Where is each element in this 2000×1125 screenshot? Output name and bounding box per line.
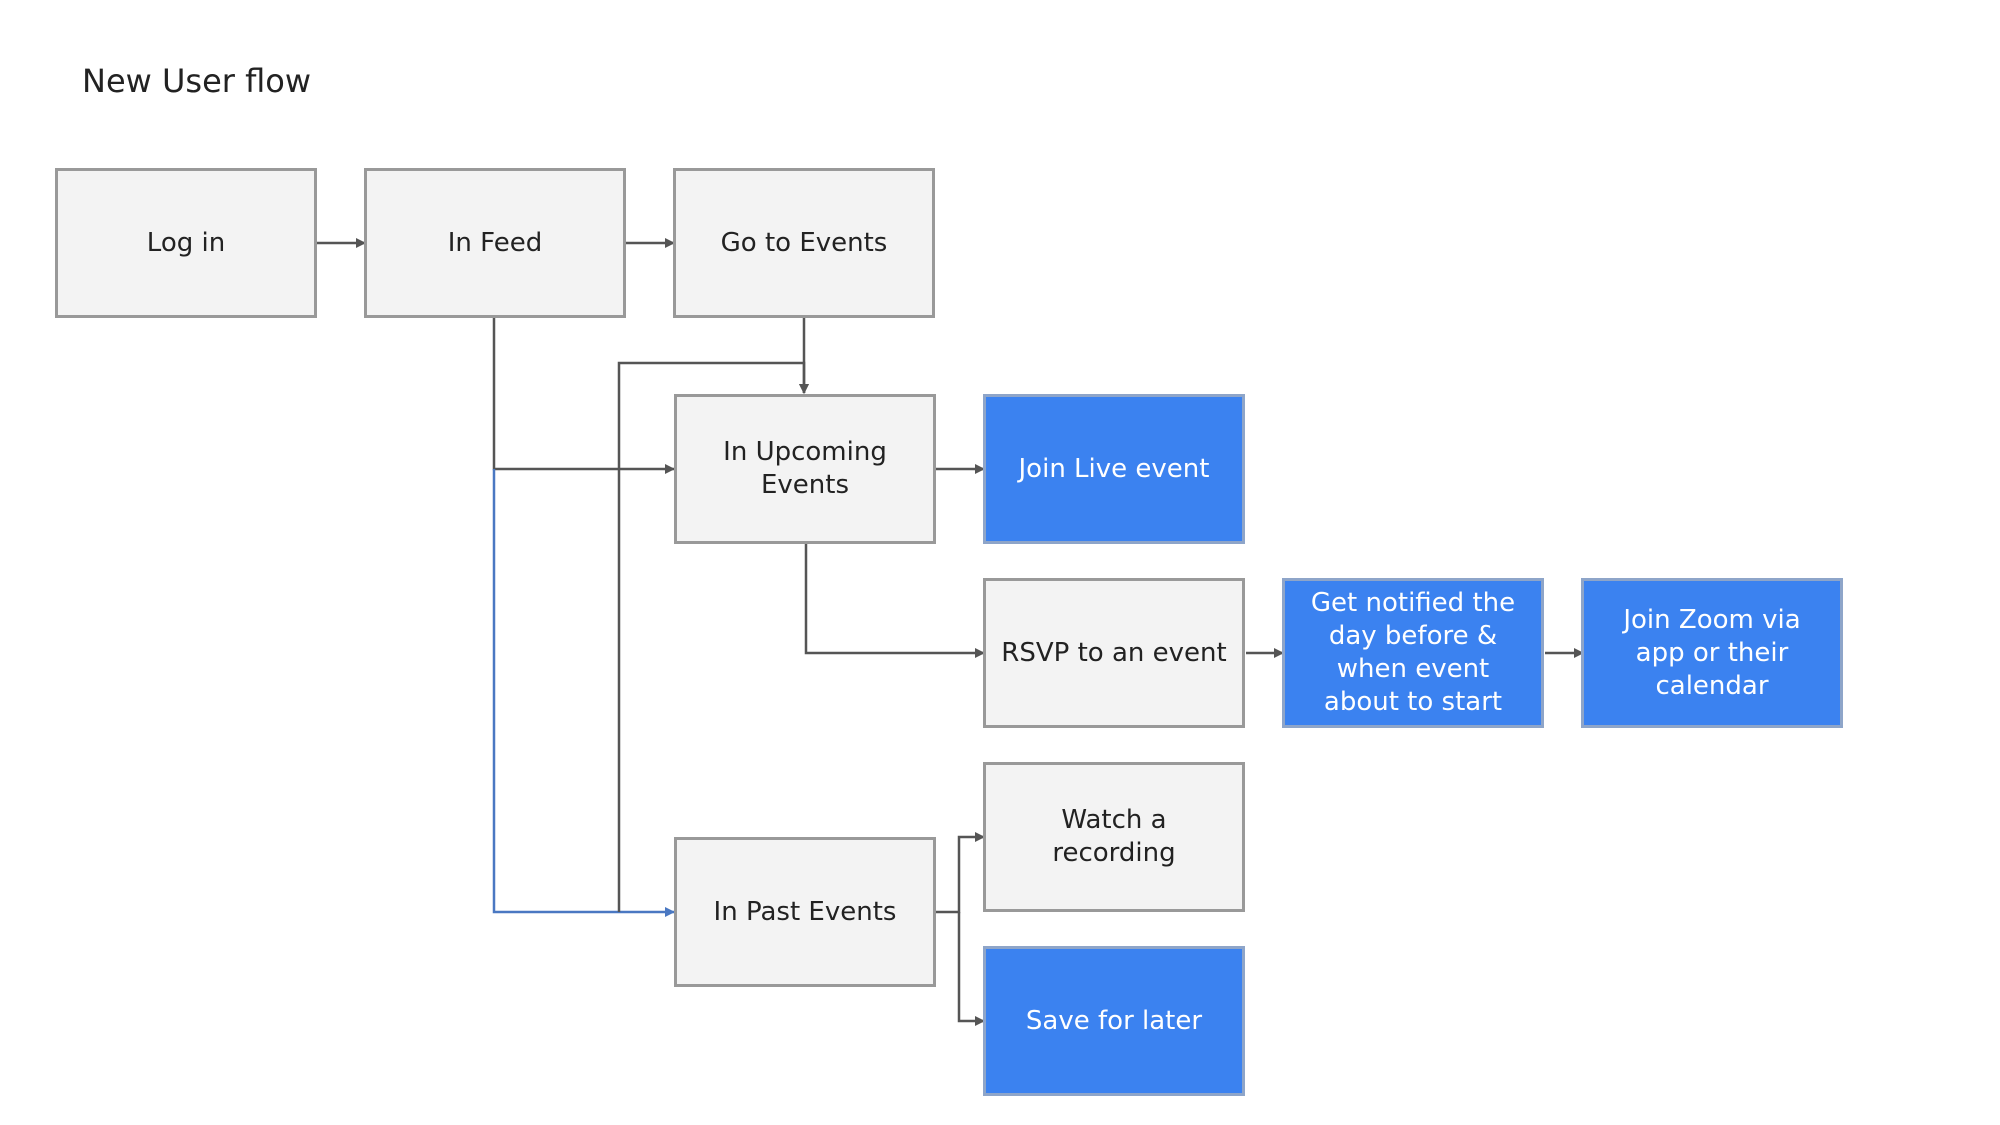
edge-feed-to-past (492, 469, 675, 917)
edge-upcoming-to-rsvp (804, 544, 985, 658)
edge-feed-to-upcoming (492, 318, 675, 474)
node-join-zoom: Join Zoom via app or their calendar (1581, 578, 1843, 728)
node-rsvp-to-event: RSVP to an event (983, 578, 1245, 728)
node-go-to-events: Go to Events (673, 168, 935, 318)
node-log-in: Log in (55, 168, 317, 318)
edge-past-to-recording (936, 832, 985, 914)
node-save-for-later: Save for later (983, 946, 1245, 1096)
page-title: New User flow (82, 62, 311, 100)
node-join-live-event: Join Live event (983, 394, 1245, 544)
node-watch-recording: Watch a recording (983, 762, 1245, 912)
node-in-feed: In Feed (364, 168, 626, 318)
node-in-past-events: In Past Events (674, 837, 936, 987)
edge-past-to-save (957, 912, 985, 1026)
node-in-upcoming-events: In Upcoming Events (674, 394, 936, 544)
node-get-notified: Get notified the day before & when event… (1282, 578, 1544, 728)
